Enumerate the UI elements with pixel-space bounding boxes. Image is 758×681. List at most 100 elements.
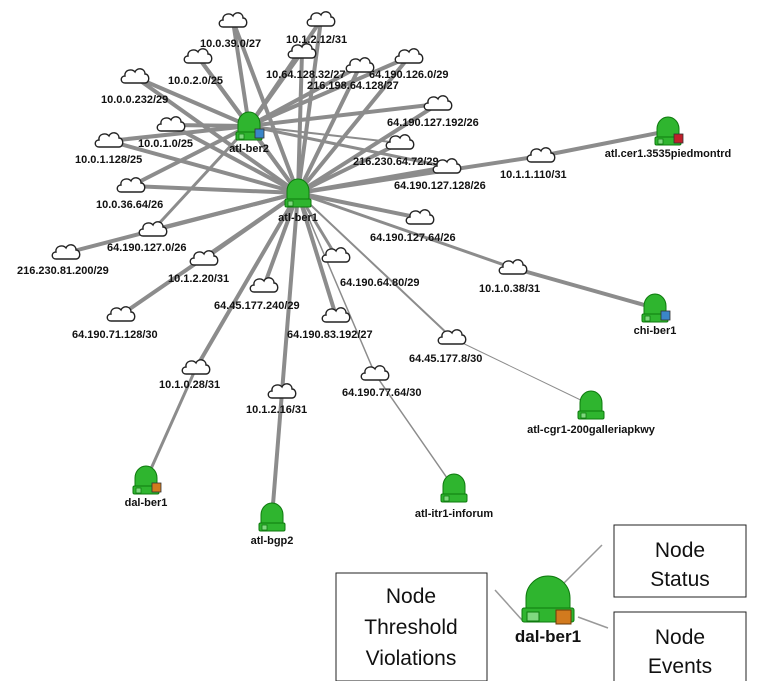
node-label: atl-ber1 bbox=[278, 212, 318, 224]
subnet-label: 64.190.64.80/29 bbox=[340, 277, 420, 289]
link-hub-s25 bbox=[194, 191, 300, 370]
subnet-cloud-s24[interactable] bbox=[437, 329, 467, 345]
subnet-cloud-s23[interactable] bbox=[321, 307, 351, 323]
router-icon bbox=[237, 111, 261, 135]
cloud-icon bbox=[181, 359, 211, 375]
link-hub-s27 bbox=[297, 192, 376, 375]
subnet-cloud-s19[interactable] bbox=[321, 247, 351, 263]
subnet-label: 64.190.71.128/30 bbox=[72, 329, 158, 341]
subnet-cloud-s9[interactable] bbox=[156, 116, 186, 132]
events-leader-line bbox=[577, 616, 609, 629]
subnet-cloud-s17[interactable] bbox=[51, 244, 81, 260]
cloud-icon bbox=[249, 277, 279, 293]
subnet-label: 10.1.2.16/31 bbox=[246, 404, 307, 416]
subnet-cloud-s18[interactable] bbox=[189, 250, 219, 266]
link-ber2-s8 bbox=[247, 102, 440, 128]
subnet-cloud-s1[interactable] bbox=[218, 12, 248, 28]
blue-status-badge-icon bbox=[660, 310, 671, 321]
events-indicator bbox=[555, 609, 572, 625]
link-hub-s8 bbox=[296, 102, 440, 195]
node-label: dal-ber1 bbox=[125, 497, 168, 509]
subnet-cloud-s14[interactable] bbox=[116, 177, 146, 193]
subnet-cloud-s20[interactable] bbox=[498, 259, 528, 275]
subnet-label: 216.230.64.72/29 bbox=[353, 156, 439, 168]
link-s26-bgp2 bbox=[270, 390, 284, 519]
link-ber2-s13 bbox=[247, 124, 449, 169]
cloud-icon bbox=[189, 250, 219, 266]
subnet-cloud-s7[interactable] bbox=[120, 68, 150, 84]
node-events-callout bbox=[613, 611, 747, 681]
threshold-leader-line bbox=[494, 589, 523, 621]
orange-status-badge-icon bbox=[151, 482, 162, 493]
subnet-label: 10.0.1.0/25 bbox=[138, 138, 193, 150]
subnet-label: 10.1.1.110/31 bbox=[500, 169, 567, 181]
port-indicator bbox=[238, 133, 245, 140]
subnet-cloud-s26[interactable] bbox=[267, 383, 297, 399]
link-ber2-s1 bbox=[231, 19, 251, 128]
node-status-line1: Node bbox=[655, 539, 705, 562]
subnet-cloud-s21[interactable] bbox=[249, 277, 279, 293]
node-events-line1: Node bbox=[655, 626, 705, 649]
link-hub-s24 bbox=[297, 192, 453, 339]
subnet-cloud-s25[interactable] bbox=[181, 359, 211, 375]
link-ber2-s10 bbox=[107, 124, 251, 143]
subnet-cloud-s11[interactable] bbox=[385, 134, 415, 150]
subnet-cloud-s3[interactable] bbox=[183, 48, 213, 64]
node-bgp2[interactable] bbox=[258, 502, 286, 532]
subnet-label: 64.190.126.0/29 bbox=[369, 69, 449, 81]
node-threshold-callout bbox=[335, 572, 488, 681]
subnet-cloud-s16[interactable] bbox=[138, 221, 168, 237]
link-ber2-s3 bbox=[196, 55, 251, 128]
link-hub-s4 bbox=[296, 50, 304, 195]
subnet-cloud-s2[interactable] bbox=[306, 11, 336, 27]
subnet-cloud-s13[interactable] bbox=[432, 158, 462, 174]
subnet-label: 64.190.127.0/26 bbox=[107, 242, 187, 254]
cloud-icon bbox=[94, 132, 124, 148]
node-itr1[interactable] bbox=[440, 473, 468, 503]
node-cer1[interactable] bbox=[654, 116, 684, 146]
node-chi[interactable] bbox=[641, 293, 671, 323]
node-dal[interactable] bbox=[132, 465, 162, 495]
node-hub[interactable] bbox=[284, 178, 312, 208]
subnet-cloud-s15[interactable] bbox=[405, 209, 435, 225]
status-leader-line bbox=[561, 544, 603, 586]
port-indicator bbox=[135, 487, 142, 494]
link-ber2-s5 bbox=[247, 55, 411, 128]
router-icon bbox=[656, 116, 680, 140]
subnet-cloud-s4[interactable] bbox=[287, 43, 317, 59]
subnet-cloud-s22[interactable] bbox=[106, 306, 136, 322]
threshold-violation-indicator bbox=[526, 611, 540, 622]
link-s12-cer1 bbox=[539, 129, 670, 158]
link-s27-itr1 bbox=[374, 373, 455, 489]
link-hub-s26 bbox=[280, 191, 300, 394]
link-hub-s12 bbox=[296, 154, 543, 195]
link-hub-s14 bbox=[129, 184, 300, 195]
node-ber2[interactable] bbox=[235, 111, 265, 141]
cloud-icon bbox=[360, 365, 390, 381]
subnet-cloud-s27[interactable] bbox=[360, 365, 390, 381]
router-icon bbox=[579, 390, 603, 414]
node-threshold-line1: Node bbox=[386, 585, 436, 608]
subnet-cloud-s10[interactable] bbox=[94, 132, 124, 148]
link-hub-s6 bbox=[296, 64, 362, 195]
subnet-cloud-s5[interactable] bbox=[394, 48, 424, 64]
port-indicator bbox=[443, 495, 450, 502]
subnet-label: 64.190.127.128/26 bbox=[394, 180, 486, 192]
cloud-icon bbox=[321, 307, 351, 323]
port-indicator bbox=[287, 200, 294, 207]
node-cgr1[interactable] bbox=[577, 390, 605, 420]
node-label: atl-ber2 bbox=[229, 143, 269, 155]
subnet-cloud-s8[interactable] bbox=[423, 95, 453, 111]
subnet-label: 64.45.177.240/29 bbox=[214, 300, 300, 312]
subnet-cloud-s12[interactable] bbox=[526, 147, 556, 163]
subnet-cloud-s6[interactable] bbox=[345, 57, 375, 73]
cloud-icon bbox=[526, 147, 556, 163]
router-icon bbox=[643, 293, 667, 317]
subnet-label: 10.0.2.0/25 bbox=[168, 75, 223, 87]
link-hub-s1 bbox=[231, 19, 300, 195]
port-indicator bbox=[261, 524, 268, 531]
cloud-icon bbox=[385, 134, 415, 150]
subnet-label: 10.1.2.12/31 bbox=[286, 34, 347, 46]
router-icon bbox=[260, 502, 284, 526]
